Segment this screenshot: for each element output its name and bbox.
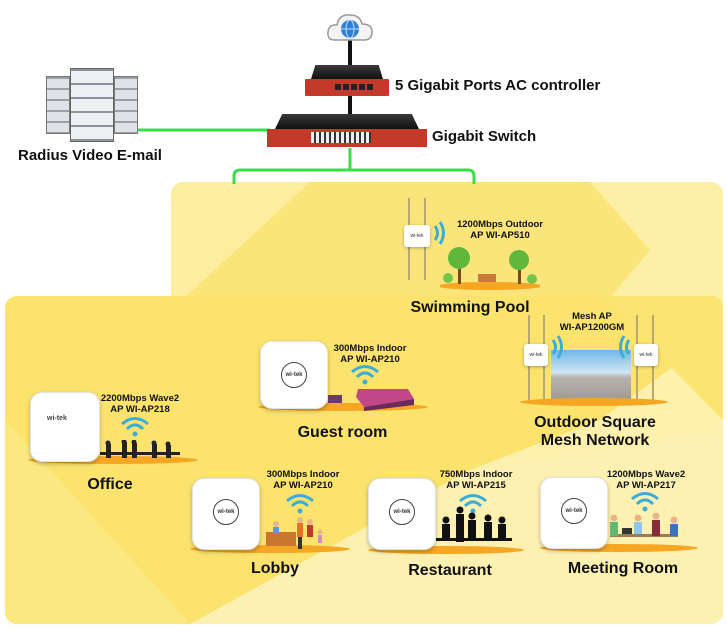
ap-spec: 2200Mbps Wave2 (100, 393, 180, 404)
ap-model: AP WI-AP210 (273, 480, 333, 491)
mesh-ap-device-left: wi-tek (524, 344, 548, 366)
ap-model: AP WI-AP210 (340, 354, 400, 365)
gigabit-switch (267, 114, 427, 148)
ap-spec: 750Mbps Indoor (439, 469, 513, 480)
ap-model: AP WI-AP510 (470, 230, 530, 241)
ap-spec: 1200Mbps Wave2 (606, 469, 686, 480)
zone-name: Swimming Pool (410, 299, 530, 316)
ceiling-ap-device: wi-tek (540, 477, 608, 549)
ac-controller (305, 65, 389, 97)
lobby-people-illustration (266, 517, 323, 549)
ap-spec: 300Mbps Indoor (333, 343, 407, 354)
restaurant-people-illustration (436, 506, 512, 542)
ceiling-ap-device: wi-tek (260, 341, 328, 409)
ap-spec: 1200Mbps Outdoor (456, 219, 544, 230)
wifi-signal-icon (619, 335, 631, 359)
zone-name: Lobby (251, 560, 299, 577)
wifi-signal-icon (286, 494, 314, 514)
cloud-globe-icon (327, 14, 373, 41)
ap-spec: 300Mbps Indoor (266, 469, 340, 480)
servers-label: Radius Video E-mail (18, 147, 162, 164)
wifi-signal-icon (459, 494, 487, 514)
ap-model: AP WI-AP218 (110, 404, 170, 415)
switch-label: Gigabit Switch (432, 128, 537, 145)
ceiling-ap-device: wi-tek (30, 392, 100, 462)
wifi-signal-icon (351, 365, 379, 385)
ac-controller-label: 5 Gigabit Ports AC controller (395, 77, 601, 94)
ap-model: WI-AP1200GM (559, 322, 625, 333)
wifi-signal-icon (631, 492, 659, 512)
ap-spec: Mesh AP (572, 311, 612, 322)
wifi-signal-icon (433, 221, 445, 245)
outdoor-ap-device: wi-tek (404, 225, 430, 247)
meeting-people-illustration (610, 512, 678, 537)
ap-model: AP WI-AP217 (616, 480, 676, 491)
server-rack-icon (46, 68, 138, 142)
distribution-link (232, 168, 476, 184)
zone-name: Guest room (297, 424, 388, 441)
wifi-signal-icon (551, 335, 563, 359)
zone-name: Office (87, 476, 133, 493)
park-illustration (440, 247, 540, 290)
mesh-ap-device-right: wi-tek (634, 344, 658, 366)
bedroom-illustration (328, 389, 414, 411)
zone-name: Restaurant (408, 562, 492, 579)
office-people-illustration (100, 440, 180, 458)
zone-name: Meeting Room (567, 560, 679, 577)
ceiling-ap-device: wi-tek (368, 478, 436, 550)
ceiling-ap-device: wi-tek (192, 478, 260, 550)
zone-name-line1: Outdoor Square (534, 414, 656, 431)
zone-name-line2: Mesh Network (540, 432, 650, 449)
city-square-image (551, 350, 631, 400)
wifi-signal-icon (121, 417, 149, 437)
ap-model: AP WI-AP215 (446, 480, 506, 491)
